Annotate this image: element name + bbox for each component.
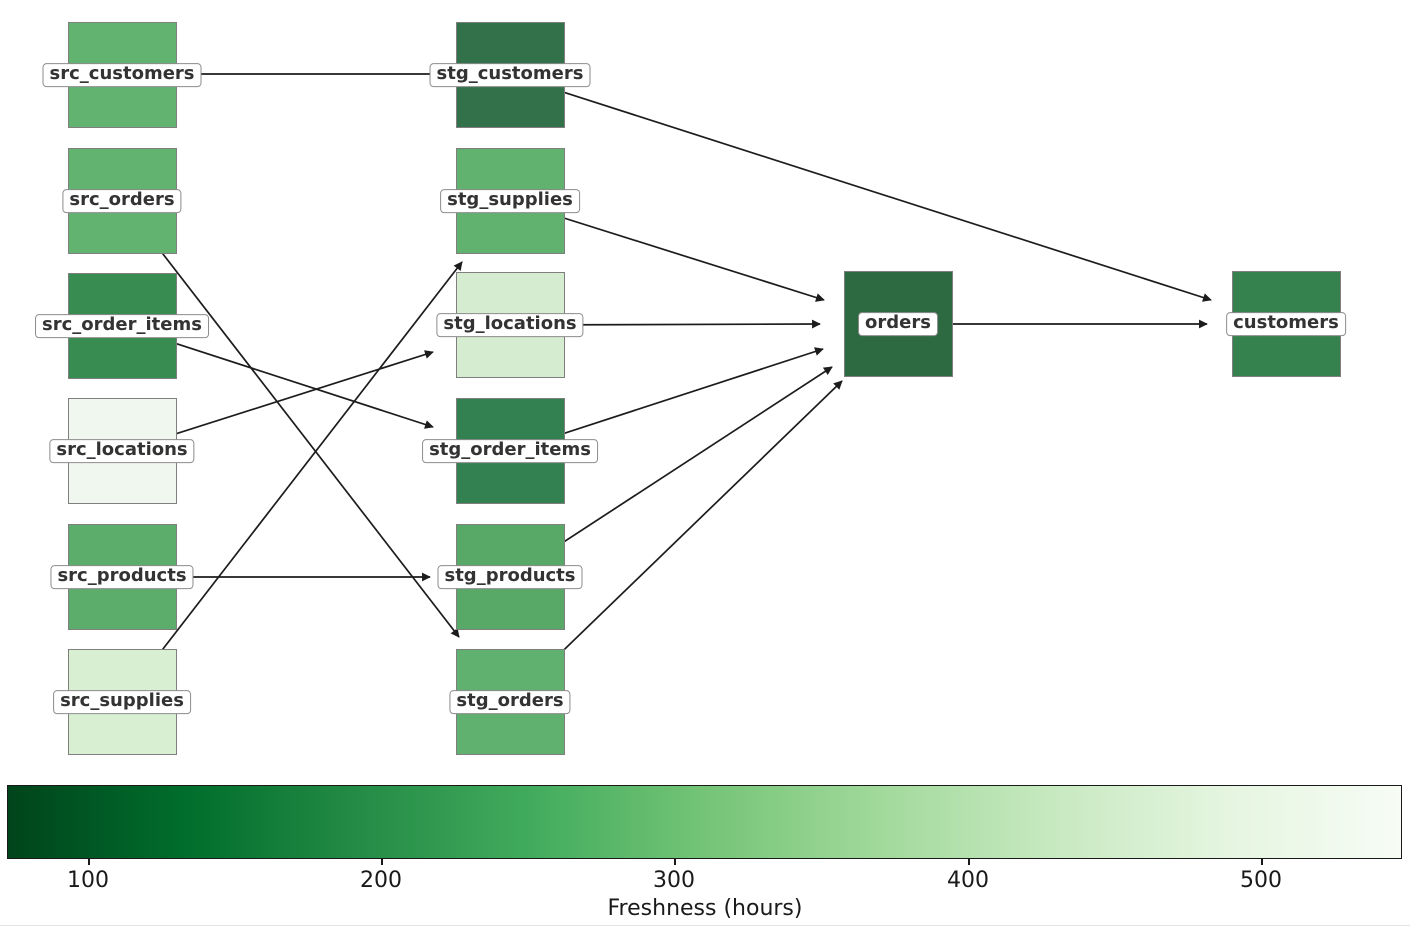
node-label-src_orders: src_orders <box>62 189 182 213</box>
node-label-stg_orders: stg_orders <box>449 690 571 714</box>
colorbar-tick-label-300: 300 <box>653 868 695 893</box>
node-label-src_supplies: src_supplies <box>53 690 191 714</box>
colorbar-tick-label-500: 500 <box>1240 868 1282 893</box>
colorbar-tick-label-400: 400 <box>947 868 989 893</box>
edge-src_supplies-to-stg_supplies <box>121 261 463 703</box>
colorbar-tick-200 <box>381 859 383 865</box>
node-label-src_locations: src_locations <box>49 439 195 463</box>
node-label-stg_locations: stg_locations <box>436 313 584 337</box>
node-label-stg_products: stg_products <box>437 565 583 589</box>
edge-stg_orders-to-orders <box>509 380 843 703</box>
edges-group <box>121 69 1212 703</box>
colorbar-tick-500 <box>1261 859 1263 865</box>
node-label-customers: customers <box>1226 312 1346 336</box>
colorbar-tick-label-200: 200 <box>360 868 402 893</box>
edge-stg_customers-to-customers <box>509 74 1212 302</box>
node-label-orders: orders <box>858 312 938 336</box>
colorbar-tick-300 <box>674 859 676 865</box>
colorbar-axis-label: Freshness (hours) <box>607 896 803 921</box>
node-label-src_order_items: src_order_items <box>35 314 209 338</box>
node-label-stg_supplies: stg_supplies <box>440 189 580 213</box>
node-label-stg_customers: stg_customers <box>429 63 591 87</box>
colorbar-tick-label-100: 100 <box>67 868 109 893</box>
node-label-src_products: src_products <box>50 565 194 589</box>
node-label-src_customers: src_customers <box>42 63 202 87</box>
colorbar-tick-100 <box>88 859 90 865</box>
node-label-stg_order_items: stg_order_items <box>422 439 598 463</box>
freshness-colorbar <box>7 785 1402 859</box>
edge-src_orders-to-stg_orders <box>121 200 460 638</box>
colorbar-tick-400 <box>968 859 970 865</box>
